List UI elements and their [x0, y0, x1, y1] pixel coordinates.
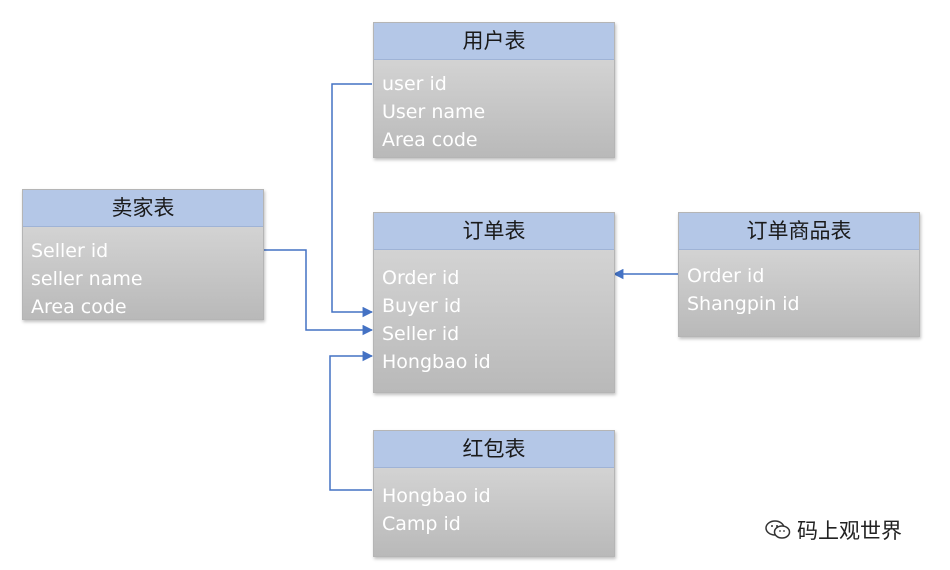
order-goods-table-fields: Order id Shangpin id — [679, 250, 919, 336]
connector-user-to-buyer — [331, 83, 374, 318]
field-user-name: User name — [382, 101, 486, 123]
field-seller-id: Seller id — [382, 323, 460, 345]
field-shangpin-id: Shangpin id — [687, 293, 800, 315]
field-order-id: Order id — [382, 267, 460, 289]
field-hongbao-id: Hongbao id — [382, 485, 491, 507]
field-hongbao-id: Hongbao id — [382, 351, 491, 373]
connector-hongbao-to-order — [329, 350, 374, 491]
watermark: 码上观世界 — [765, 515, 902, 545]
hongbao-table-fields: Hongbao id Camp id — [374, 468, 614, 556]
order-goods-table: 订单商品表 Order id Shangpin id — [678, 212, 920, 337]
hongbao-table-title: 红包表 — [374, 431, 614, 468]
wechat-icon — [765, 520, 791, 540]
connector-seller-to-order — [264, 249, 374, 336]
field-seller-name: seller name — [31, 268, 143, 290]
field-area-code: Area code — [31, 296, 127, 318]
order-goods-table-title: 订单商品表 — [679, 213, 919, 250]
user-table-title: 用户表 — [374, 23, 614, 60]
order-table: 订单表 Order id Buyer id Seller id Hongbao … — [373, 212, 615, 393]
seller-table: 卖家表 Seller id seller name Area code — [22, 189, 264, 320]
user-table-fields: user id User name Area code — [374, 60, 614, 157]
field-buyer-id: Buyer id — [382, 295, 462, 317]
seller-table-title: 卖家表 — [23, 190, 263, 227]
field-user-id: user id — [382, 73, 447, 95]
hongbao-table: 红包表 Hongbao id Camp id — [373, 430, 615, 557]
field-area-code: Area code — [382, 129, 478, 151]
seller-table-fields: Seller id seller name Area code — [23, 227, 263, 319]
order-table-fields: Order id Buyer id Seller id Hongbao id — [374, 250, 614, 392]
watermark-text: 码上观世界 — [797, 519, 902, 543]
user-table: 用户表 user id User name Area code — [373, 22, 615, 158]
field-seller-id: Seller id — [31, 240, 109, 262]
field-camp-id: Camp id — [382, 513, 461, 535]
order-table-title: 订单表 — [374, 213, 614, 250]
field-order-id: Order id — [687, 265, 765, 287]
